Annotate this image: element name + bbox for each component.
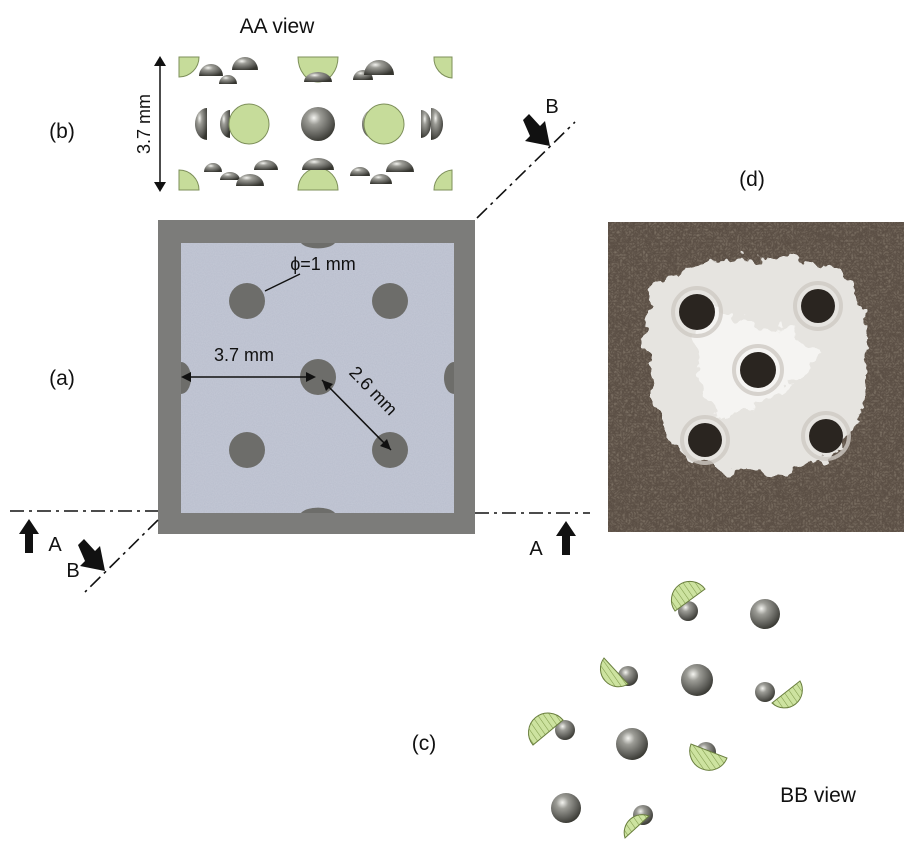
aa-section-view xyxy=(178,56,453,191)
height-dimension-label: 3.7 mm xyxy=(134,94,154,154)
section-line-aa xyxy=(10,510,590,514)
marker-a-right: A xyxy=(529,521,576,560)
hole xyxy=(229,432,265,468)
bb-section-view xyxy=(527,580,803,839)
panel-label-a: (a) xyxy=(49,367,75,390)
bb-view-title: BB view xyxy=(780,784,857,807)
section-line-bb xyxy=(84,121,576,593)
specimen-photo xyxy=(608,222,904,532)
specimen-top-view: ϕ=1 mm 3.7 mm 2.6 mm xyxy=(158,220,475,534)
hole xyxy=(444,362,454,394)
panel-label-d: (d) xyxy=(739,168,765,191)
marker-a-left-label: A xyxy=(48,534,62,556)
marker-b-top: B xyxy=(523,96,559,146)
hole xyxy=(372,283,408,319)
hole xyxy=(301,507,335,513)
marker-b-bottom-label: B xyxy=(66,560,79,582)
aa-view-title: AA view xyxy=(240,15,316,38)
hole xyxy=(301,243,335,249)
hole xyxy=(229,283,265,319)
marker-b-bottom: B xyxy=(66,539,105,582)
panel-label-b: (b) xyxy=(49,120,75,143)
diameter-label: ϕ=1 mm xyxy=(290,254,356,274)
marker-a-left: A xyxy=(19,519,62,556)
marker-a-right-label: A xyxy=(529,538,543,560)
marker-b-top-label: B xyxy=(545,96,558,118)
holes xyxy=(181,243,454,513)
panel-label-c: (c) xyxy=(412,732,437,755)
spacing-label: 3.7 mm xyxy=(214,345,274,365)
height-dimension: 3.7 mm xyxy=(134,56,166,192)
